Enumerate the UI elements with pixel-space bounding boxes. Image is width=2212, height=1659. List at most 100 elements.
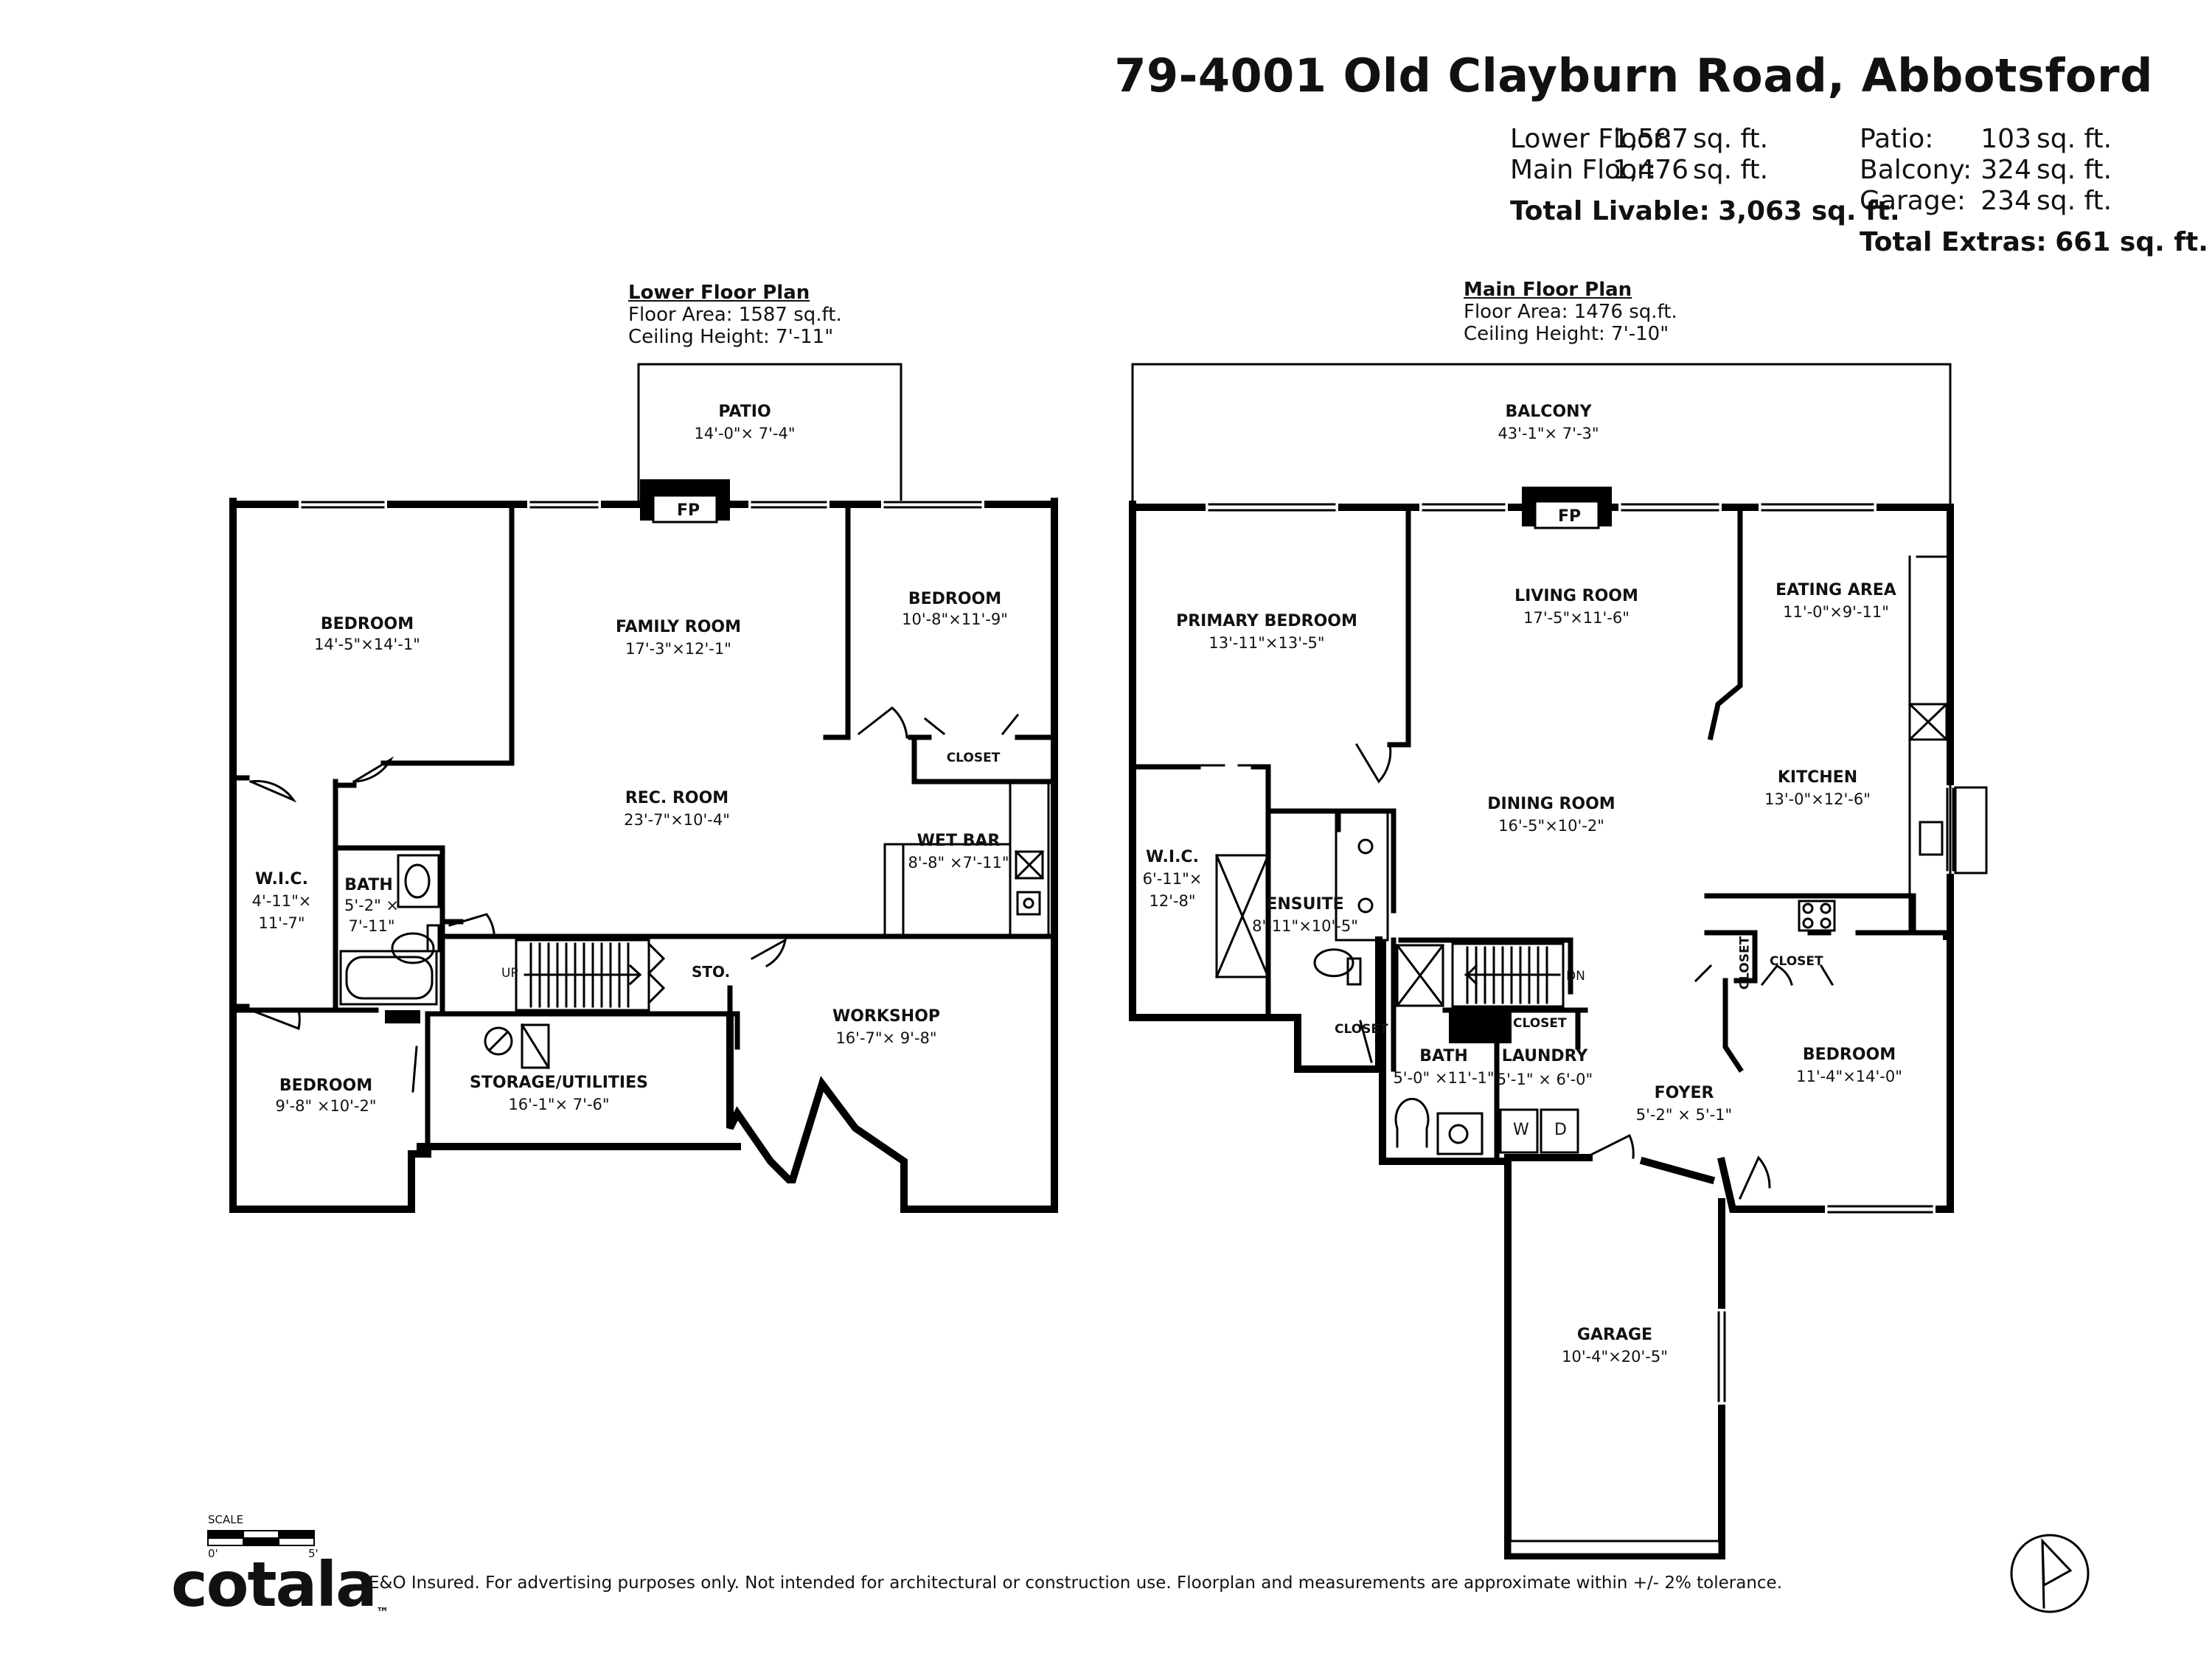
main-bath-toilet bbox=[1394, 1097, 1430, 1148]
sto-label: STO. bbox=[692, 963, 731, 981]
patio-label: PATIO bbox=[718, 403, 771, 421]
wic-main-dim2: 12'-8" bbox=[1149, 892, 1196, 910]
scale-bar bbox=[207, 1530, 315, 1546]
main-plan-area: Floor Area: 1476 sq.ft. bbox=[1464, 301, 1677, 323]
kitchen-wall bbox=[1707, 504, 1743, 741]
door-arc bbox=[352, 756, 394, 784]
dining-room-dim: 16'-5"×10'-2" bbox=[1498, 817, 1604, 835]
total-extras-label: Total Extras: bbox=[1860, 227, 2047, 257]
garage-dim: 10'-4"×20'-5" bbox=[1562, 1348, 1668, 1366]
main-plan-heading: Main Floor Plan Floor Area: 1476 sq.ft. … bbox=[1464, 279, 1677, 345]
door-arc bbox=[857, 706, 908, 739]
main-plan-ceiling: Ceiling Height: 7'-10" bbox=[1464, 323, 1669, 345]
kitchen-bay bbox=[1954, 786, 1988, 874]
unit: sq. ft. bbox=[2037, 124, 2112, 154]
ensuite-dim: 8'-11"×10'-5" bbox=[1252, 917, 1358, 935]
door-arc bbox=[1819, 964, 1834, 987]
patio-outline bbox=[637, 363, 902, 504]
eating-area-label: EATING AREA bbox=[1775, 581, 1896, 599]
living-room-dim: 17'-5"×11'-6" bbox=[1523, 609, 1630, 627]
north-arrow-icon bbox=[2010, 1534, 2090, 1613]
furnace bbox=[521, 1023, 550, 1069]
ensuite-label: ENSUITE bbox=[1266, 895, 1344, 914]
lower-plan-heading: Lower Floor Plan Floor Area: 1587 sq.ft.… bbox=[628, 282, 842, 348]
family-room-label: FAMILY ROOM bbox=[615, 618, 742, 636]
patio-value: 103 bbox=[1980, 124, 2031, 154]
door-arc bbox=[1739, 1155, 1771, 1200]
balcony-label: Balcony: bbox=[1860, 155, 1972, 185]
door-arc bbox=[1001, 713, 1020, 736]
main-wall-west bbox=[1129, 501, 1382, 1073]
rec-room-dim: 23'-7"×10'-4" bbox=[624, 811, 730, 829]
dryer-label: D bbox=[1554, 1121, 1567, 1139]
bedroom-main-dim: 11'-4"×14'-0" bbox=[1796, 1068, 1902, 1085]
stairs-dn-label: DN bbox=[1566, 969, 1585, 984]
balcony-dim: 43'-1"× 7'-3" bbox=[1498, 425, 1599, 442]
lower-stairs bbox=[515, 939, 666, 1012]
storage-dim: 16'-1"× 7'-6" bbox=[508, 1096, 610, 1113]
bedroom-main-label: BEDROOM bbox=[1802, 1046, 1896, 1064]
garage-door bbox=[1509, 1540, 1721, 1556]
cotala-logo: cotala™ bbox=[171, 1548, 389, 1621]
bath-lower-dim2: 7'-11" bbox=[348, 917, 395, 935]
family-room-dim: 17'-3"×12'-1" bbox=[625, 640, 731, 658]
door-arc bbox=[1760, 964, 1793, 987]
lower-tub bbox=[339, 950, 438, 1006]
garage-label: GARAGE bbox=[1576, 1326, 1653, 1344]
fp-main-label: FP bbox=[1558, 507, 1582, 526]
wic-lower-dim1: 4'-11"× bbox=[251, 892, 312, 910]
main-floor-label: Main Floor: bbox=[1510, 155, 1657, 185]
bedroom-lower-2-dim: 10'-8"×11'-9" bbox=[902, 611, 1008, 628]
kitchen-dim: 13'-0"×12'-6" bbox=[1764, 790, 1871, 808]
lower-plan-title: Lower Floor Plan bbox=[628, 282, 810, 304]
unit: sq. ft. bbox=[1693, 124, 1769, 154]
water-heater bbox=[484, 1026, 513, 1056]
primary-bedroom-label: PRIMARY BEDROOM bbox=[1176, 612, 1357, 630]
lower-wall-west bbox=[229, 498, 431, 1213]
kitchen-label: KITCHEN bbox=[1777, 768, 1858, 787]
garage-value: 234 bbox=[1980, 186, 2031, 216]
door-arc bbox=[1694, 964, 1713, 983]
bedroom-lower-3-label: BEDROOM bbox=[279, 1077, 373, 1095]
unit: sq. ft. bbox=[1693, 155, 1769, 185]
lower-bedroom1-wall bbox=[380, 501, 515, 766]
lower-vanity bbox=[397, 854, 440, 908]
wic-main-label: W.I.C. bbox=[1146, 848, 1199, 866]
dining-room-label: DINING ROOM bbox=[1487, 795, 1615, 813]
storage-label: STORAGE/UTILITIES bbox=[470, 1074, 648, 1092]
stairs-up-label: UP bbox=[501, 966, 518, 981]
lower-bath-walls bbox=[333, 845, 445, 1013]
laundry-dim: 5'-1" × 6'-0" bbox=[1496, 1071, 1593, 1088]
closet-main-1-label: CLOSET bbox=[1335, 1022, 1388, 1037]
bedroom-lower-1-label: BEDROOM bbox=[320, 615, 414, 633]
door-arc bbox=[1359, 1020, 1373, 1063]
patio-label: Patio: bbox=[1860, 124, 1934, 154]
scale-label: SCALE bbox=[208, 1513, 244, 1526]
door-arc bbox=[1583, 1133, 1635, 1160]
laundry-label: LAUNDRY bbox=[1501, 1047, 1588, 1065]
main-stairs bbox=[1451, 942, 1565, 1008]
kitchen-sink bbox=[1919, 821, 1944, 856]
brand-name: cotala bbox=[171, 1548, 378, 1621]
fp-lower-label: FP bbox=[677, 501, 700, 520]
bath-lower-dim1: 5'-2" × bbox=[344, 897, 400, 914]
lower-closet-wall bbox=[911, 734, 1057, 785]
washer-box bbox=[1499, 1108, 1539, 1154]
closet-main-3-label: CLOSET bbox=[1737, 936, 1753, 990]
balcony-label: BALCONY bbox=[1505, 403, 1592, 421]
dining-closet-wall bbox=[1398, 937, 1573, 995]
main-plan-title: Main Floor Plan bbox=[1464, 279, 1632, 301]
scale-five: 5' bbox=[308, 1547, 319, 1560]
scale-zero: 0' bbox=[208, 1547, 218, 1560]
eating-area-dim: 11'-0"×9'-11" bbox=[1783, 603, 1889, 621]
door-arc bbox=[411, 1046, 418, 1093]
bedroom-lower-3-dim: 9'-8" ×10'-2" bbox=[275, 1097, 377, 1115]
closet-main-4-label: CLOSET bbox=[1770, 954, 1823, 969]
balcony-value: 324 bbox=[1980, 155, 2031, 185]
lower-bedroom2-wall bbox=[823, 501, 851, 740]
lower-plan-area: Floor Area: 1587 sq.ft. bbox=[628, 304, 842, 326]
patio-dim: 14'-0"× 7'-4" bbox=[694, 425, 796, 442]
ensuite-vanity bbox=[1335, 810, 1389, 942]
bath-lower-label: BATH bbox=[344, 876, 393, 894]
